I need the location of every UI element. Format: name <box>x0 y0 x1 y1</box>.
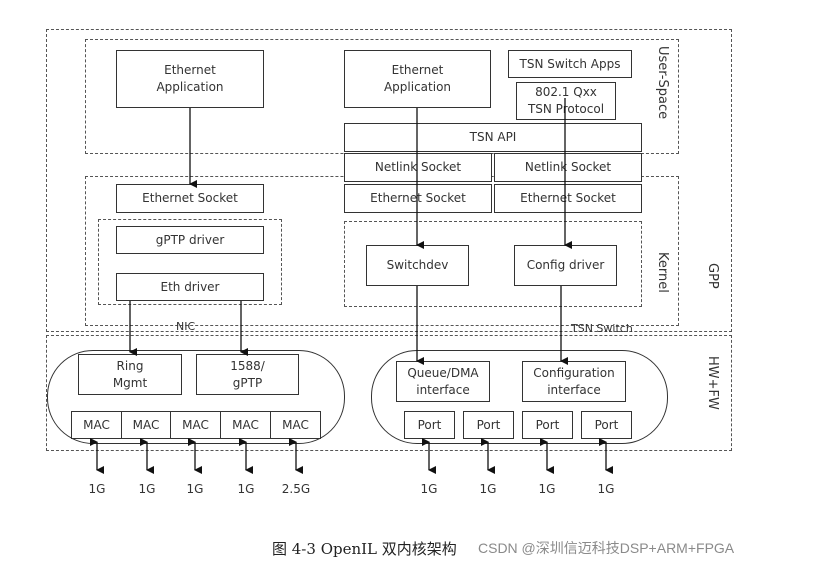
port-3: Port <box>522 411 573 439</box>
port-2: Port <box>463 411 514 439</box>
gpp-region <box>46 29 732 332</box>
mac-2: MAC <box>121 411 171 439</box>
tsn-switch-label: TSN Switch <box>571 322 633 335</box>
left-ethernet-socket: Ethernet Socket <box>116 184 264 213</box>
speed-port-3: 1G <box>538 482 556 496</box>
eth-driver: Eth driver <box>116 273 264 301</box>
tsn-switch-apps: TSN Switch Apps <box>508 50 632 78</box>
tsn-api: TSN API <box>344 123 642 152</box>
ethernet-socket-1: Ethernet Socket <box>344 184 492 213</box>
speed-mac-4: 1G <box>237 482 255 496</box>
watermark: CSDN @深圳信迈科技DSP+ARM+FPGA <box>478 540 735 556</box>
nic-label: NIC <box>176 320 196 333</box>
netlink-socket-1: Netlink Socket <box>344 153 492 182</box>
speed-mac-2: 1G <box>138 482 156 496</box>
gptp-driver: gPTP driver <box>116 226 264 254</box>
switchdev: Switchdev <box>366 245 469 286</box>
switch-driver-group <box>344 221 642 307</box>
hw-fw-label: HW+FW <box>705 356 720 410</box>
speed-mac-5: 2.5G <box>281 482 311 496</box>
speed-mac-3: 1G <box>186 482 204 496</box>
netlink-socket-2: Netlink Socket <box>494 153 642 182</box>
figure-caption: 图 4-3 OpenIL 双内核架构 <box>272 540 457 558</box>
queue-dma-interface: Queue/DMA interface <box>396 361 490 402</box>
speed-port-1: 1G <box>420 482 438 496</box>
kernel-label: Kernel <box>655 252 670 293</box>
nic-driver-group <box>98 219 282 305</box>
right-ethernet-application: Ethernet Application <box>344 50 491 108</box>
mac-5: MAC <box>270 411 321 439</box>
switch-hardware-block <box>371 350 668 444</box>
configuration-interface: Configuration interface <box>522 361 626 402</box>
ring-mgmt: Ring Mgmt <box>78 354 182 395</box>
user-space-label: User-Space <box>655 46 670 120</box>
speed-port-4: 1G <box>597 482 615 496</box>
ethernet-socket-2: Ethernet Socket <box>494 184 642 213</box>
port-4: Port <box>581 411 632 439</box>
mac-1: MAC <box>71 411 122 439</box>
left-ethernet-application: Ethernet Application <box>116 50 264 108</box>
tsn-protocol: 802.1 Qxx TSN Protocol <box>516 82 616 120</box>
speed-mac-1: 1G <box>88 482 106 496</box>
hw-fw-region <box>46 335 732 451</box>
gpp-label: GPP <box>705 263 720 289</box>
speed-port-2: 1G <box>479 482 497 496</box>
mac-3: MAC <box>170 411 221 439</box>
